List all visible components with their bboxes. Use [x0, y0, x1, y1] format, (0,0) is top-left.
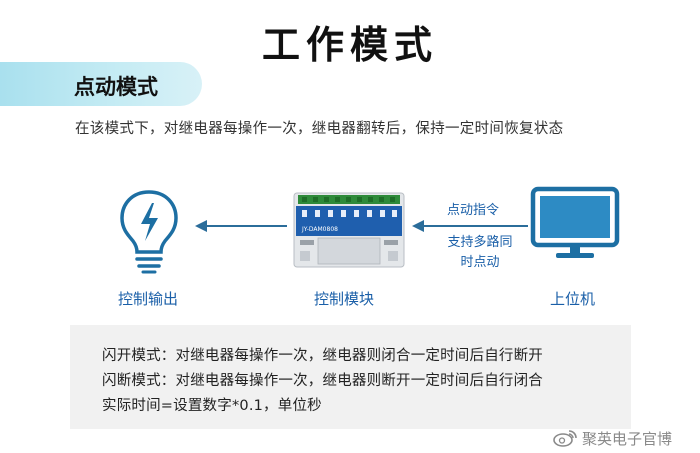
- monitor-icon: [530, 186, 620, 258]
- support-note-line2: 时点动: [460, 255, 500, 270]
- note-flash-open: 闪开模式：对继电器每操作一次，继电器则闭合一定时间后自行断开: [102, 348, 543, 364]
- note-flash-close: 闪断模式：对继电器每操作一次，继电器则断开一定时间后自行闭合: [102, 373, 543, 389]
- weibo-icon: [553, 430, 577, 447]
- module-brand-text: JY-DAM0808: [301, 226, 338, 233]
- arrow-to-output: [195, 220, 287, 232]
- support-note: 支持多路同 时点动: [434, 233, 526, 273]
- module-label: 控制模块: [314, 290, 375, 308]
- lightbulb-icon: [120, 190, 178, 274]
- output-label: 控制输出: [118, 290, 179, 308]
- mode-description: 在该模式下，对继电器每操作一次，继电器翻转后，保持一定时间恢复状态: [75, 121, 564, 137]
- command-label: 点动指令: [447, 203, 500, 218]
- mode-tag: 点动模式: [0, 62, 202, 106]
- notes-box: 闪开模式：对继电器每操作一次，继电器则闭合一定时间后自行断开 闪断模式：对继电器…: [70, 325, 631, 429]
- mode-tag-label: 点动模式: [74, 75, 158, 99]
- pc-label: 上位机: [550, 290, 596, 308]
- support-note-line1: 支持多路同: [447, 235, 513, 250]
- watermark-text: 聚英电子官博: [582, 429, 673, 448]
- relay-module-image: JY-DAM0808: [293, 192, 405, 268]
- arrow-to-module: [412, 220, 528, 232]
- page-title: 工作模式: [261, 23, 438, 67]
- note-actual-time: 实际时间=设置数字*0.1，单位秒: [102, 398, 322, 414]
- watermark: 聚英电子官博: [552, 427, 672, 449]
